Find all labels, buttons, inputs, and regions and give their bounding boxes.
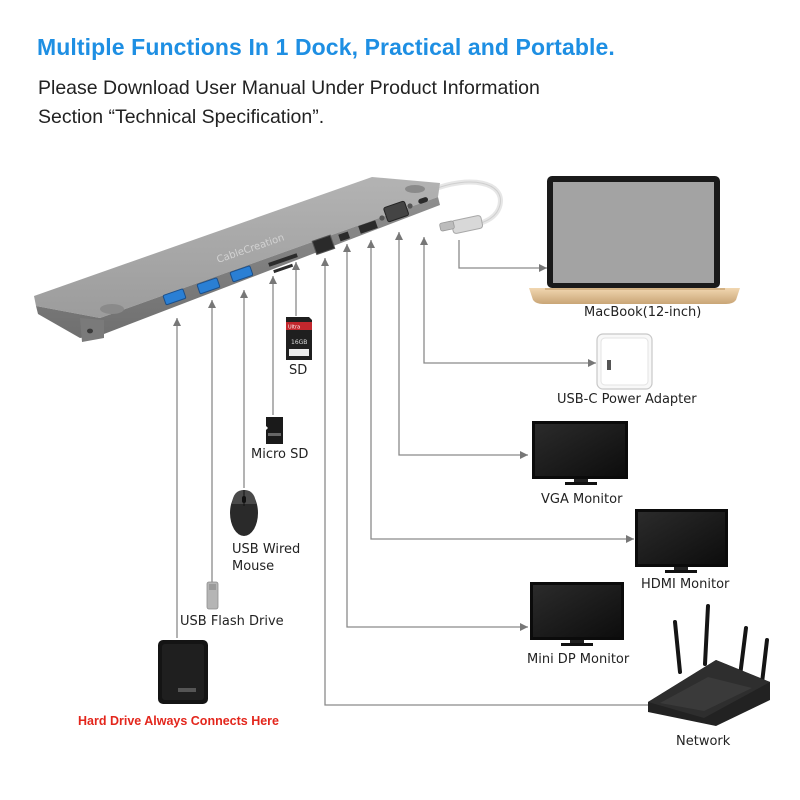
vga-monitor-label: VGA Monitor [541,492,623,507]
minidp-monitor-label: Mini DP Monitor [527,652,630,667]
micro-sd-illustration [266,417,283,444]
sd-card-type: Ultra [288,325,300,331]
usb-a-ports [162,265,254,306]
page-title: Multiple Functions In 1 Dock, Practical … [37,34,615,60]
macbook-label: MacBook(12-inch) [584,305,701,320]
hdmi-monitor-label: HDMI Monitor [641,577,730,592]
vga-monitor-illustration [532,421,628,485]
sd-card-illustration: Ultra 16GB [286,317,312,360]
network-label: Network [676,734,731,749]
mouse-illustration [230,490,258,536]
macbook-illustration [529,176,740,304]
power-adapter-illustration [596,333,653,390]
hdmi-monitor-illustration [635,509,728,573]
flash-drive-illustration [206,581,219,610]
docking-station: CableCreation [34,177,503,342]
micro-sd-label: Micro SD [251,447,308,462]
hard-drive-illustration [158,640,208,704]
router-illustration [648,604,770,726]
power-adapter-label: USB-C Power Adapter [557,392,697,407]
mouse-label-line-2: Mouse [232,559,274,574]
connection-lines [176,232,650,706]
arrow-heads [173,232,634,631]
sd-card-capacity: 16GB [291,339,307,346]
flash-drive-label: USB Flash Drive [180,614,284,629]
subtitle-line-2: Section “Technical Specification”. [38,106,325,128]
sd-label: SD [289,363,307,378]
mouse-label-line-1: USB Wired [232,542,300,557]
subtitle-line-1: Please Download User Manual Under Produc… [38,77,540,99]
minidp-monitor-illustration [530,582,624,646]
hard-drive-note: Hard Drive Always Connects Here [78,714,279,728]
